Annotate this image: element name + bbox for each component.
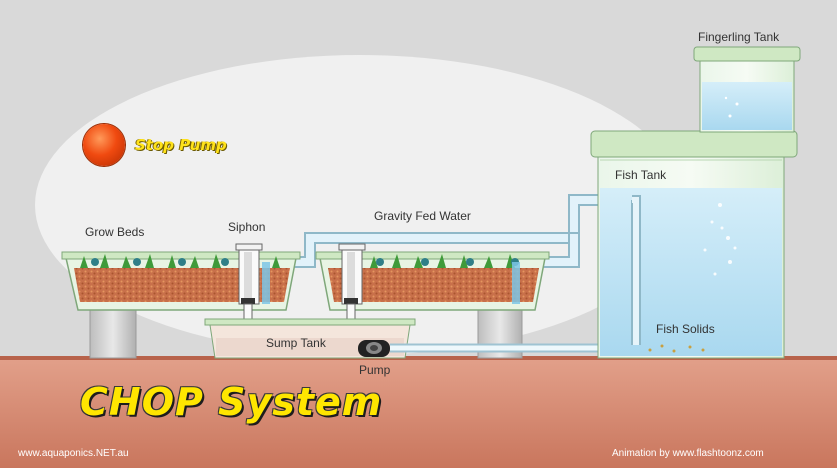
grow-bed-leg [89,309,137,359]
grow-bed-2 [315,251,550,311]
gravity-fed-water-label: Gravity Fed Water [374,209,471,223]
footer-left-link[interactable]: www.aquaponics.NET.au [18,448,129,459]
page-title: CHOP System [80,380,383,424]
fish-tank-label: Fish Tank [615,168,667,182]
standpipe [631,195,641,345]
ground [0,358,837,468]
grow-beds-label: Grow Beds [85,225,145,239]
fingerling-tank-label: Fingerling Tank [698,30,780,44]
sump-tank-label: Sump Tank [266,336,326,350]
water-stream [262,262,270,304]
siphon-label: Siphon [228,220,266,234]
pump-label: Pump [359,363,391,377]
stop-pump-label[interactable]: Stop Pump [135,136,227,154]
pump [358,340,390,357]
fish-solids-label: Fish Solids [656,322,715,336]
footer-right-credit[interactable]: Animation by www.flashtoonz.com [612,448,764,459]
gravity-fed-pipe [286,194,638,268]
fingerling-tank [693,46,801,133]
water-stream [512,262,520,304]
fish-tank [590,130,798,359]
siphon-1 [235,243,263,327]
stop-pump-button[interactable] [83,124,125,166]
sump-tank [204,318,416,359]
